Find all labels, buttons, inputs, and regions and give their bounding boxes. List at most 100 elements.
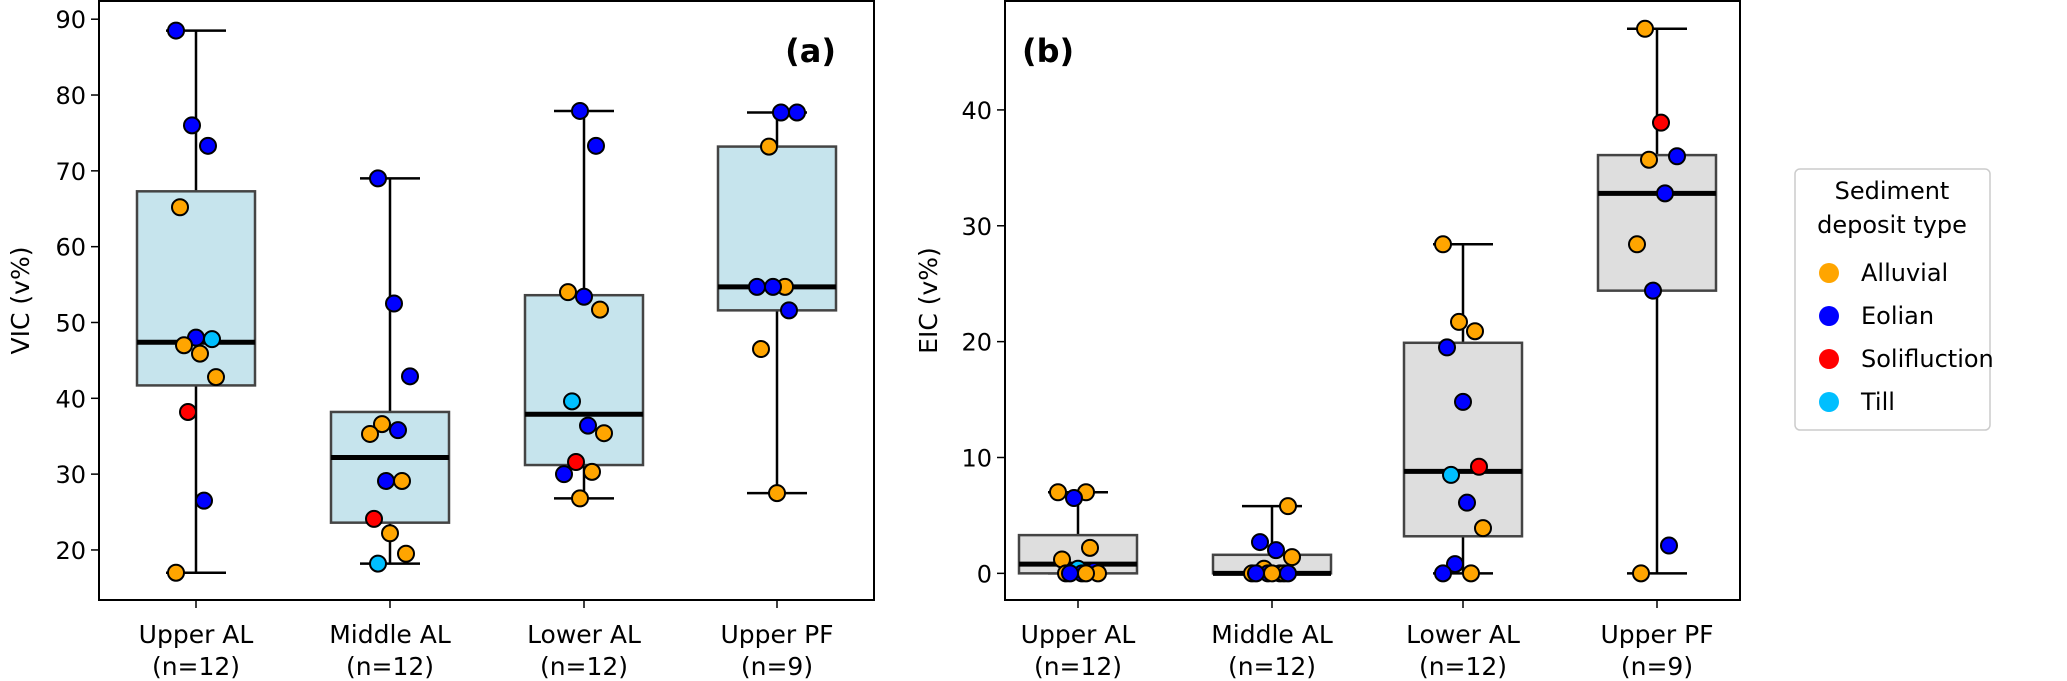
- axes-frame: [98, 0, 875, 601]
- data-point-alluvial: [559, 283, 577, 302]
- data-point-eolian: [1446, 555, 1464, 574]
- data-point-eolian: [1065, 489, 1083, 508]
- data-point-alluvial: [1279, 497, 1297, 516]
- y-tick-label: 50: [55, 309, 86, 337]
- box-group-upper-pf: [1596, 19, 1718, 583]
- y-tick-label: 70: [55, 158, 86, 186]
- data-point-alluvial: [397, 544, 415, 563]
- data-point-alluvial: [1450, 312, 1468, 331]
- y-axis-label: VIC (v%): [6, 247, 35, 355]
- y-tick-label: 20: [55, 537, 86, 565]
- data-point-alluvial: [361, 424, 379, 443]
- data-point-eolian: [1454, 392, 1472, 411]
- data-point-eolian: [389, 421, 407, 440]
- legend-marker-solifluction: [1819, 349, 1839, 369]
- legend-marker-alluvial: [1819, 263, 1839, 283]
- data-point-solifluction: [567, 453, 585, 472]
- data-point-alluvial: [1636, 19, 1654, 38]
- box-group-lower-al: [1402, 235, 1524, 583]
- data-point-till: [369, 554, 387, 573]
- data-point-eolian: [1279, 564, 1297, 583]
- x-tick-n-label: (n=12): [1419, 652, 1507, 681]
- x-tick-label: Upper PF: [720, 620, 833, 649]
- data-point-alluvial: [191, 344, 209, 363]
- y-tick-label: 30: [55, 461, 86, 489]
- data-point-eolian: [575, 287, 593, 306]
- legend-title-1: Sediment: [1835, 177, 1950, 205]
- data-point-eolian: [385, 294, 403, 313]
- x-tick-label: Middle AL: [1211, 620, 1333, 649]
- data-point-alluvial: [167, 563, 185, 582]
- y-tick-label: 0: [977, 560, 992, 588]
- data-point-alluvial: [1263, 564, 1281, 583]
- box-group-lower-al: [523, 101, 645, 508]
- x-tick-label: Upper AL: [1021, 620, 1136, 649]
- data-point-alluvial: [595, 424, 613, 443]
- data-point-alluvial: [1462, 564, 1480, 583]
- data-point-eolian: [587, 136, 605, 155]
- data-point-eolian: [571, 101, 589, 120]
- x-tick-label: Lower AL: [527, 620, 641, 649]
- box-group-upper-pf: [716, 103, 838, 503]
- x-tick-n-label: (n=12): [540, 652, 628, 681]
- data-point-eolian: [780, 301, 798, 320]
- data-point-alluvial: [207, 368, 225, 387]
- data-point-alluvial: [571, 489, 589, 508]
- data-point-eolian: [377, 471, 395, 490]
- x-tick-n-label: (n=12): [1228, 652, 1316, 681]
- data-point-eolian: [1434, 564, 1452, 583]
- data-point-eolian: [1251, 533, 1269, 552]
- x-tick-label: Middle AL: [329, 620, 451, 649]
- y-axis-label: EIC (v%): [914, 247, 943, 354]
- data-point-eolian: [199, 136, 217, 155]
- data-point-eolian: [1267, 541, 1285, 560]
- data-point-alluvial: [393, 471, 411, 490]
- data-point-eolian: [579, 416, 597, 435]
- legend-title-2: deposit type: [1817, 211, 1967, 239]
- data-point-eolian: [1656, 184, 1674, 203]
- data-point-alluvial: [381, 524, 399, 543]
- data-point-alluvial: [768, 484, 786, 503]
- data-point-solifluction: [365, 509, 383, 528]
- data-point-eolian: [555, 465, 573, 484]
- y-tick-label: 80: [55, 82, 86, 110]
- box-group-middle-al: [329, 169, 451, 573]
- data-point-alluvial: [1640, 150, 1658, 169]
- data-point-solifluction: [1652, 113, 1670, 132]
- axes-frame: [1004, 0, 1741, 601]
- legend-label-alluvial: Alluvial: [1861, 259, 1948, 287]
- panel-label: (b): [1022, 32, 1074, 70]
- x-tick-label: Lower AL: [1406, 620, 1520, 649]
- data-point-eolian: [1458, 493, 1476, 512]
- data-point-alluvial: [1466, 322, 1484, 341]
- data-point-till: [563, 392, 581, 411]
- data-point-eolian: [772, 103, 790, 122]
- data-point-eolian: [1660, 536, 1678, 555]
- data-point-eolian: [1644, 281, 1662, 300]
- legend-label-till: Till: [1860, 388, 1895, 416]
- legend-marker-eolian: [1819, 306, 1839, 326]
- data-point-alluvial: [591, 300, 609, 319]
- y-tick-label: 40: [55, 385, 86, 413]
- x-tick-n-label: (n=12): [1034, 652, 1122, 681]
- data-point-alluvial: [1049, 483, 1067, 502]
- data-point-alluvial: [1283, 548, 1301, 567]
- data-point-eolian: [183, 116, 201, 135]
- data-point-alluvial: [1474, 519, 1492, 538]
- data-point-solifluction: [179, 402, 197, 421]
- x-tick-label: Upper AL: [139, 620, 254, 649]
- y-tick-label: 20: [961, 329, 992, 357]
- box-group-middle-al: [1211, 497, 1333, 583]
- y-tick-label: 10: [961, 444, 992, 472]
- data-point-eolian: [1061, 564, 1079, 583]
- data-point-alluvial: [171, 198, 189, 217]
- x-tick-n-label: (n=12): [152, 652, 240, 681]
- data-point-solifluction: [1470, 457, 1488, 476]
- data-point-alluvial: [760, 137, 778, 156]
- data-point-eolian: [788, 103, 806, 122]
- data-point-alluvial: [175, 336, 193, 355]
- data-point-eolian: [1668, 147, 1686, 166]
